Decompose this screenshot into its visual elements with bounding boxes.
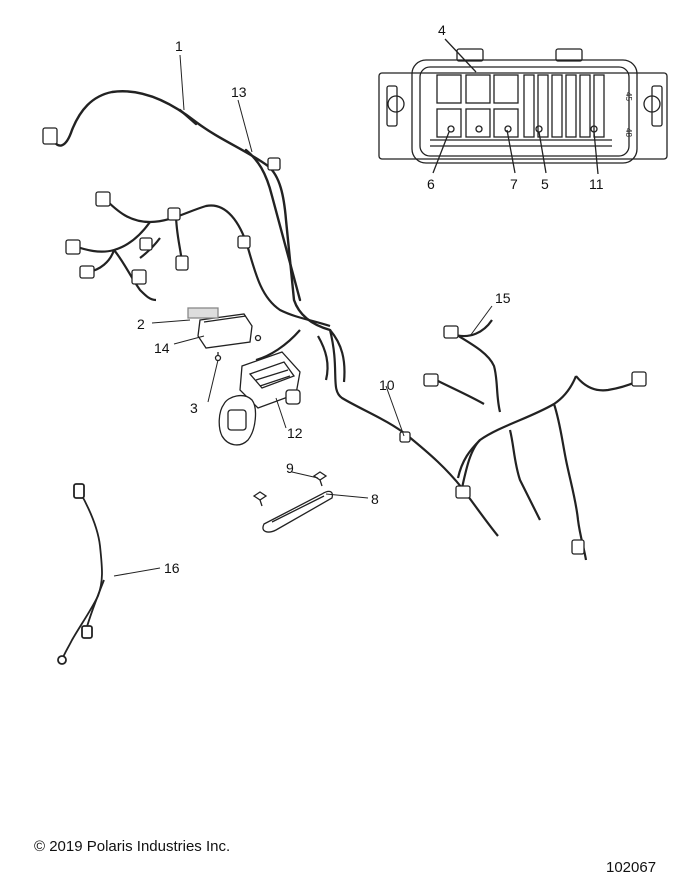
fuse-relay-box [239,351,301,409]
copyright-notice: © 2019 Polaris Industries Inc. [34,838,231,855]
ecu-connector-detail [378,38,668,175]
callout-11: 11 [589,176,604,192]
callout-5: 5 [541,176,549,192]
callout-1: 1 [175,38,183,54]
callout-3: 3 [190,400,198,416]
control-module [187,307,253,360]
callout-10: 10 [379,377,395,393]
harness-connectors-left [65,191,251,285]
callout-13: 13 [231,84,247,100]
callout-2: 2 [137,316,145,332]
document-number: 102067 [606,859,657,876]
harness-branch-left [73,197,331,328]
callout-7: 7 [510,176,518,192]
callout-4: 4 [438,22,446,38]
callout-leaders [113,54,493,577]
callout-14: 14 [154,340,170,356]
mounting-bracket [262,490,334,533]
callout-8: 8 [371,491,379,507]
round-device [214,334,262,446]
sensor-harness [57,483,105,665]
pin-label-48: 48 [624,128,633,137]
main-harness-upper [50,90,332,332]
callout-15: 15 [495,290,511,306]
callout-12: 12 [287,425,303,441]
callout-16: 16 [164,560,180,576]
callout-9: 9 [286,460,294,476]
harness-connectors-right [399,325,647,555]
harness-branch-right [435,319,641,561]
callout-6: 6 [427,176,435,192]
harness-connector-left-end [42,127,281,171]
fasteners [252,471,328,507]
pin-label-45: 45 [624,92,633,101]
